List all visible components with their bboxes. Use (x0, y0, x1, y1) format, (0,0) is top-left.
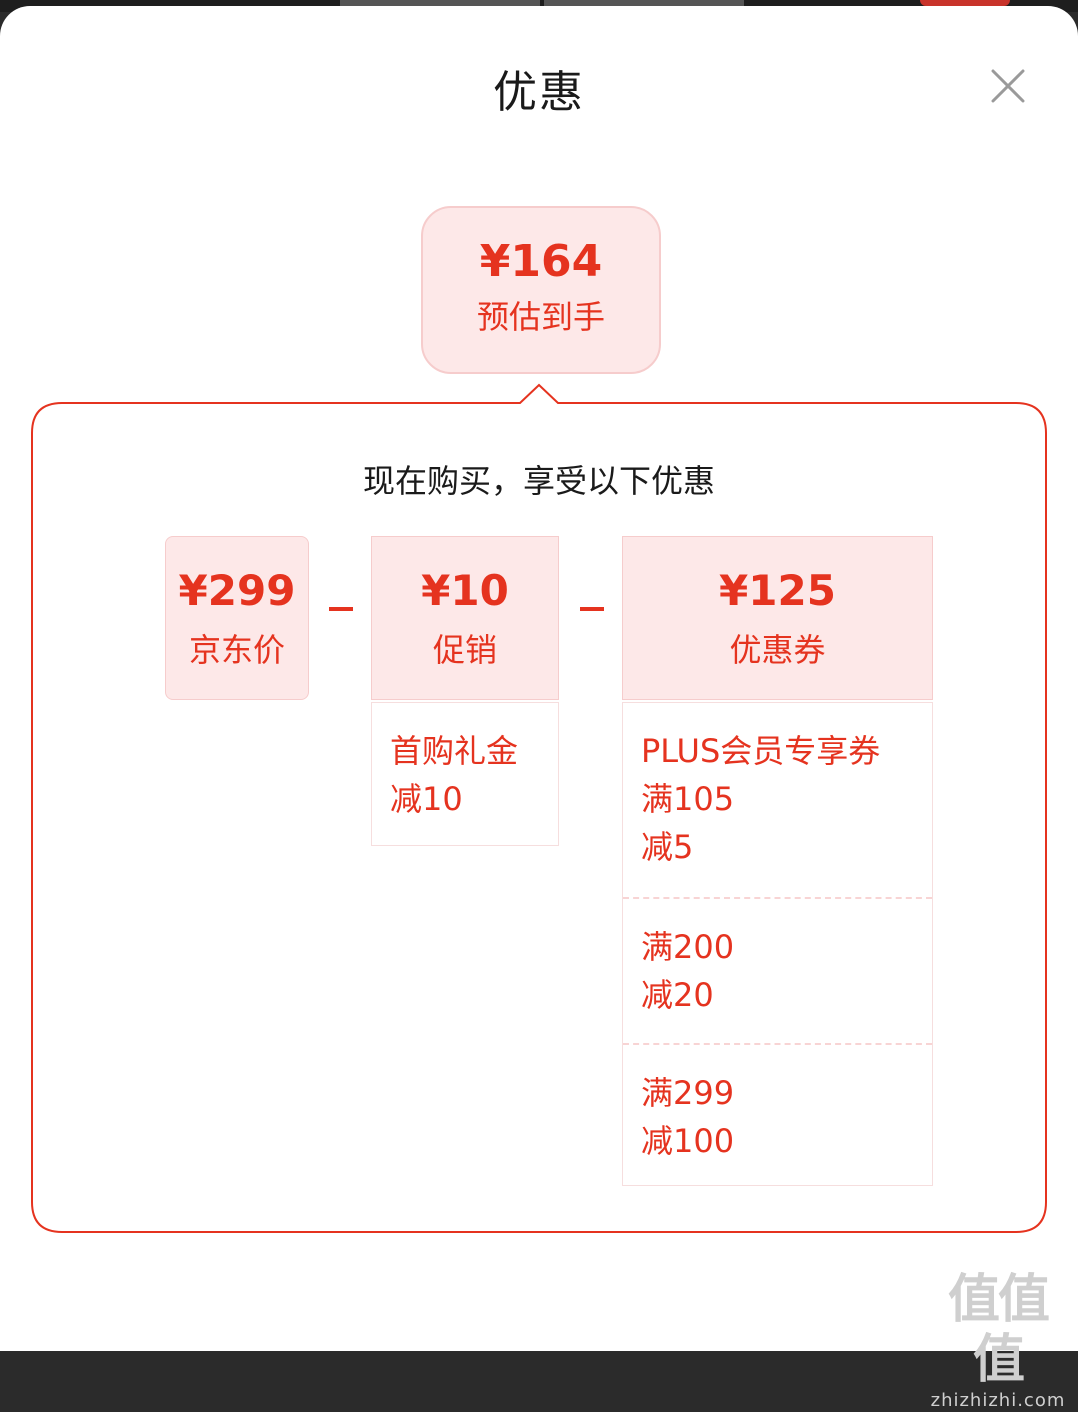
coupon-item-discount: 减5 (641, 828, 694, 866)
coupon-label: 优惠券 (729, 631, 826, 669)
sheet-title: 优惠 (493, 67, 585, 118)
minus-sign (329, 607, 353, 611)
coupon-item-title: PLUS会员专享券 (641, 732, 881, 770)
promo-item: 首购礼金 减10 (372, 703, 558, 843)
coupon-item-discount: 减20 (641, 976, 714, 1014)
promo-item-title: 首购礼金 (390, 732, 519, 770)
coupon-item-threshold: 满105 (641, 780, 735, 818)
coupon-item: 满299 减100 (623, 1043, 932, 1185)
promo-box: ¥10 促销 (371, 536, 559, 700)
close-icon (991, 69, 1025, 103)
coupon-item-threshold: 满299 (641, 1074, 735, 1112)
minus-sign (580, 607, 604, 611)
promo-detail-list: 首购礼金 减10 (371, 702, 559, 846)
watermark-url: zhizhizhi.com (930, 1390, 1066, 1411)
coupon-item-threshold: 满200 (641, 928, 735, 966)
panel-subtitle: 现在购买，享受以下优惠 (362, 462, 715, 500)
watermark-logo: 值值值 (947, 1270, 1050, 1390)
coupon-box: ¥125 优惠券 (622, 536, 933, 700)
estimated-price-label: 预估到手 (476, 298, 605, 336)
promo-item-value: 减10 (390, 780, 463, 818)
estimated-price: ¥164 (479, 236, 603, 287)
jd-price-label: 京东价 (188, 631, 285, 669)
coupon-detail-list: PLUS会员专享券 满105 减5 满200 减20 满299 减100 (622, 702, 933, 1186)
promo-amount: ¥10 (421, 566, 509, 615)
coupon-item-discount: 减100 (641, 1122, 735, 1160)
coupon-item: 满200 减20 (623, 897, 932, 1043)
discount-sheet: 优惠 ¥164 预估到手 现在购买，享受以下优惠 ¥299 京东价 ¥10 促销… (0, 6, 1078, 1411)
background-tab (340, 0, 540, 6)
coupon-amount: ¥125 (719, 566, 836, 615)
watermark: 值值值 zhizhizhi.com (928, 1270, 1068, 1412)
estimated-price-badge: ¥164 预估到手 (421, 206, 661, 374)
close-button[interactable] (984, 62, 1032, 110)
background-badge (920, 0, 1010, 6)
promo-label: 促销 (432, 631, 497, 669)
background-tab (544, 0, 744, 6)
jd-price-box: ¥299 京东价 (165, 536, 309, 700)
jd-price-amount: ¥299 (178, 566, 296, 615)
coupon-item-plus: PLUS会员专享券 满105 减5 (623, 703, 932, 897)
